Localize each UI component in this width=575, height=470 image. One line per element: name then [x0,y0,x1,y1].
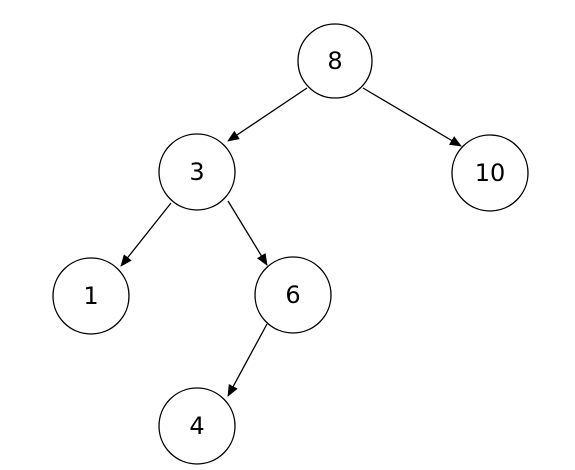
node-circle [297,23,373,99]
node-label: 6 [285,281,300,309]
tree-node-6: 6 [254,256,332,334]
tree-node-4: 4 [158,387,236,465]
tree-node-8: 8 [297,23,373,99]
edge-8-10 [362,87,462,147]
node-circle [158,133,236,211]
node-circle [451,134,529,212]
tree-node-3: 3 [158,133,236,211]
node-label: 4 [189,412,204,440]
edge-6-4 [227,323,268,397]
tree-node-1: 1 [52,257,130,335]
node-circle [254,256,332,334]
nodes-group: 8 3 10 1 6 4 [52,23,529,465]
node-label: 10 [475,159,506,187]
node-circle [52,257,130,335]
node-label: 1 [83,282,98,310]
node-label: 3 [189,158,204,186]
edges-group [120,87,462,397]
edge-8-3 [227,87,308,142]
edge-3-6 [227,200,268,266]
tree-node-10: 10 [451,134,529,212]
edge-3-1 [120,202,172,267]
node-label: 8 [327,47,342,75]
node-circle [158,387,236,465]
